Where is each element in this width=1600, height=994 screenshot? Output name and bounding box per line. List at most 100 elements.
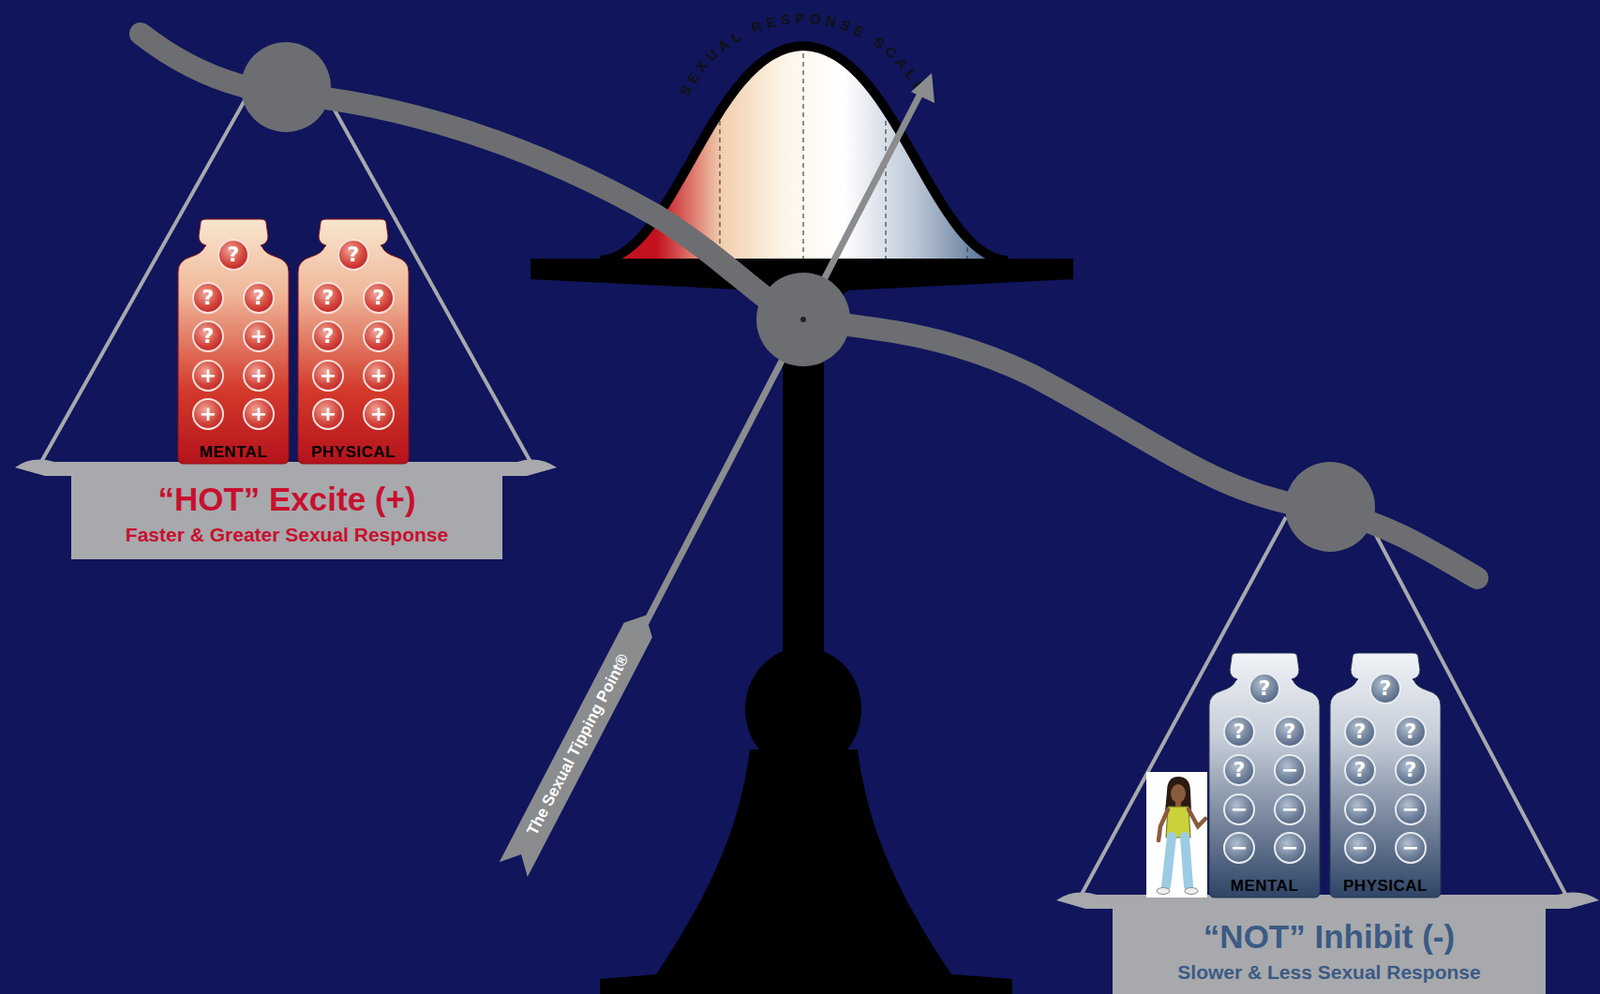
symbol-circle: ?	[362, 282, 395, 315]
symbol-mark: ?	[322, 326, 335, 347]
symbol-mark: ?	[1233, 721, 1246, 743]
symbol-mark: ?	[202, 287, 215, 309]
symbol-mark: ?	[1354, 721, 1367, 743]
pan-label-box: “NOT” Inhibit (-) Slower & Less Sexual Re…	[1112, 902, 1546, 994]
figure-card	[1146, 772, 1208, 898]
divider-line	[884, 28, 886, 261]
symbol-mark: −	[1402, 837, 1420, 859]
symbol-mark: ?	[347, 244, 360, 266]
symbol-circle: +	[242, 320, 275, 353]
figure-arm	[1188, 809, 1206, 827]
stand-post	[782, 318, 824, 666]
symbol-circle: +	[312, 398, 344, 431]
symbol-circle: ?	[312, 320, 344, 353]
symbol-mark: −	[1351, 799, 1369, 821]
symbol-mark: +	[370, 365, 388, 387]
symbol-mark: +	[250, 326, 268, 347]
stand-base	[599, 749, 1013, 994]
tipping-point-label: The Sexual Tipping Point®	[503, 614, 654, 875]
symbol-mark: ?	[322, 287, 335, 309]
symbol-mark: −	[1230, 837, 1248, 859]
figure-leg	[1184, 837, 1189, 887]
symbol-mark: ?	[1284, 721, 1297, 743]
pivot-circle	[240, 42, 331, 133]
symbol-mark: −	[1230, 799, 1248, 821]
symbol-mark: ?	[227, 244, 240, 266]
weight-label: MENTAL	[178, 443, 289, 463]
flag-shape	[499, 608, 660, 878]
pan-strings	[41, 93, 1568, 898]
pivot-dot	[800, 316, 807, 323]
pan-subtitle: Slower & Less Sexual Response	[1112, 961, 1546, 985]
symbol-circle: ?	[1394, 716, 1427, 748]
symbol-circle: −	[1223, 793, 1256, 826]
symbol-mark: −	[1402, 799, 1420, 821]
weight-label: MENTAL	[1209, 877, 1320, 897]
tipping-needle	[499, 73, 935, 878]
symbol-mark: −	[1281, 837, 1299, 859]
symbol-circle: −	[1344, 793, 1376, 826]
symbol-circle: −	[1344, 832, 1376, 865]
symbol-circle: +	[312, 359, 344, 392]
symbol-mark: +	[319, 403, 337, 425]
pan-title: “NOT” Inhibit (-)	[1112, 918, 1546, 957]
symbol-circle: +	[242, 398, 275, 431]
symbol-circle: ?	[217, 239, 250, 271]
symbol-circle: ?	[1344, 754, 1376, 787]
symbol-circle: ?	[362, 320, 395, 353]
pan-subtitle: Faster & Greater Sexual Response	[71, 523, 503, 547]
symbol-mark: ?	[1354, 760, 1367, 781]
weight-outline	[178, 219, 289, 464]
symbol-mark: ?	[202, 326, 215, 347]
pivot-circle	[1285, 462, 1376, 553]
symbol-circle: −	[1223, 832, 1256, 865]
symbol-mark: ?	[253, 287, 266, 309]
symbol-mark: +	[199, 403, 217, 425]
scale-arc-label: SEXUAL RESPONSE SCALE	[676, 10, 931, 99]
symbol-mark: +	[370, 403, 388, 425]
weight-block: PHYSICAL????? + + + +	[298, 219, 409, 464]
symbol-circle: ?	[337, 239, 370, 271]
symbol-circle: −	[1273, 832, 1306, 865]
center-pivot	[756, 272, 851, 367]
woman-figure	[1146, 772, 1208, 898]
arc-text-path: SEXUAL RESPONSE SCALE	[676, 10, 931, 99]
symbol-circle: ?	[1369, 672, 1402, 705]
weight-block: MENTAL????+++++	[178, 219, 289, 464]
symbol-mark: −	[1351, 837, 1369, 859]
symbol-circle: ?	[312, 282, 344, 315]
weight-label: PHYSICAL	[298, 443, 409, 463]
weight-outline	[1330, 653, 1441, 898]
symbol-mark: −	[1281, 760, 1299, 781]
divider-line	[718, 28, 720, 261]
pan-title: “HOT” Excite (+)	[71, 480, 503, 519]
needle-flag	[499, 608, 660, 878]
symbol-circle: ?	[242, 282, 275, 315]
response-curve	[530, 28, 1074, 315]
symbol-circle: ?	[1273, 716, 1306, 748]
symbol-circle: +	[192, 398, 225, 431]
symbol-circle: ?	[1223, 716, 1256, 748]
symbol-mark: ?	[1405, 760, 1418, 781]
weight-label: PHYSICAL	[1330, 877, 1441, 897]
figure-face	[1170, 784, 1186, 804]
symbol-circle: ?	[1248, 672, 1281, 705]
figure-hair	[1165, 777, 1192, 812]
weight-outline	[298, 219, 409, 464]
symbol-circle: ?	[192, 282, 225, 315]
scale-stand	[599, 318, 1013, 994]
symbol-mark: +	[199, 365, 217, 387]
symbol-mark: ?	[1379, 678, 1392, 700]
symbol-circle: ?	[1344, 716, 1376, 748]
symbol-mark: +	[319, 365, 337, 387]
symbol-mark: ?	[373, 287, 386, 309]
figure-arm	[1158, 809, 1168, 841]
symbol-circle: −	[1273, 754, 1306, 787]
symbol-mark: ?	[373, 326, 386, 347]
arc-label-layer: SEXUAL RESPONSE SCALE	[676, 10, 931, 99]
symbol-circle: +	[192, 359, 225, 392]
symbol-mark: ?	[1258, 678, 1272, 700]
divider-line	[966, 28, 968, 261]
weight-block: PHYSICAL????? − − − −	[1330, 653, 1441, 898]
symbol-mark: +	[250, 403, 268, 425]
